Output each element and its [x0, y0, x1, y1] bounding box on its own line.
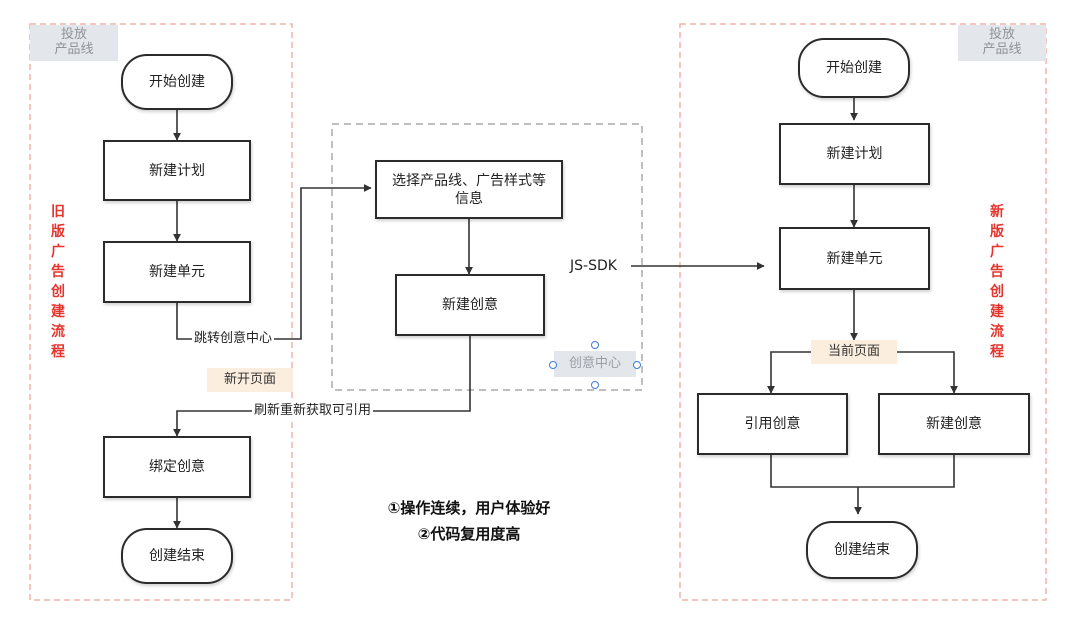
- new-lane-label: 新版广告创建流程: [990, 204, 1004, 360]
- new-start-node[interactable]: 开始创建: [798, 38, 910, 98]
- new-end-node[interactable]: 创建结束: [806, 521, 918, 579]
- arrow-unit-select: [176, 184, 372, 340]
- old-start-node[interactable]: 开始创建: [121, 54, 233, 110]
- new-page-note: 新开页面: [207, 368, 293, 392]
- jump-creative-center-label: 跳转创意中心: [192, 330, 275, 348]
- new-flow-new-creative-node[interactable]: 新建创意: [878, 393, 1030, 455]
- summary-line-1: ①操作连续，用户体验好: [387, 499, 551, 517]
- select-info-node[interactable]: 选择产品线、广告样式等 信息: [375, 160, 563, 219]
- selection-handle-top[interactable]: [591, 341, 599, 349]
- arrow-merge-right: [858, 455, 955, 488]
- bind-creative-node[interactable]: 绑定创意: [103, 436, 251, 498]
- selection-handle-right[interactable]: [633, 361, 641, 369]
- arrow-merge-left: [770, 455, 858, 488]
- old-product-tag: 投放 产品线: [30, 25, 118, 61]
- new-unit-node[interactable]: 新建单元: [779, 227, 930, 290]
- refresh-label: 刷新重新获取可引用: [252, 402, 374, 420]
- old-unit-node[interactable]: 新建单元: [103, 241, 251, 303]
- creative-center-tag: 创意中心: [554, 351, 636, 377]
- new-product-tag: 投放 产品线: [958, 25, 1046, 61]
- new-plan-node[interactable]: 新建计划: [779, 123, 930, 185]
- old-lane-border: [29, 23, 293, 601]
- summary-line-2: ②代码复用度高: [417, 525, 521, 543]
- new-lane-border: [679, 23, 1047, 601]
- js-sdk-label: JS-SDK: [568, 257, 619, 275]
- reference-creative-node[interactable]: 引用创意: [697, 393, 848, 455]
- old-lane-label: 旧版广告创建流程: [51, 204, 65, 360]
- old-end-node[interactable]: 创建结束: [121, 528, 233, 584]
- current-page-note: 当前页面: [811, 340, 897, 364]
- selection-handle-bottom[interactable]: [591, 381, 599, 389]
- cc-new-creative-node[interactable]: 新建创意: [395, 274, 545, 336]
- old-plan-node[interactable]: 新建计划: [103, 140, 251, 201]
- selection-handle-left[interactable]: [549, 361, 557, 369]
